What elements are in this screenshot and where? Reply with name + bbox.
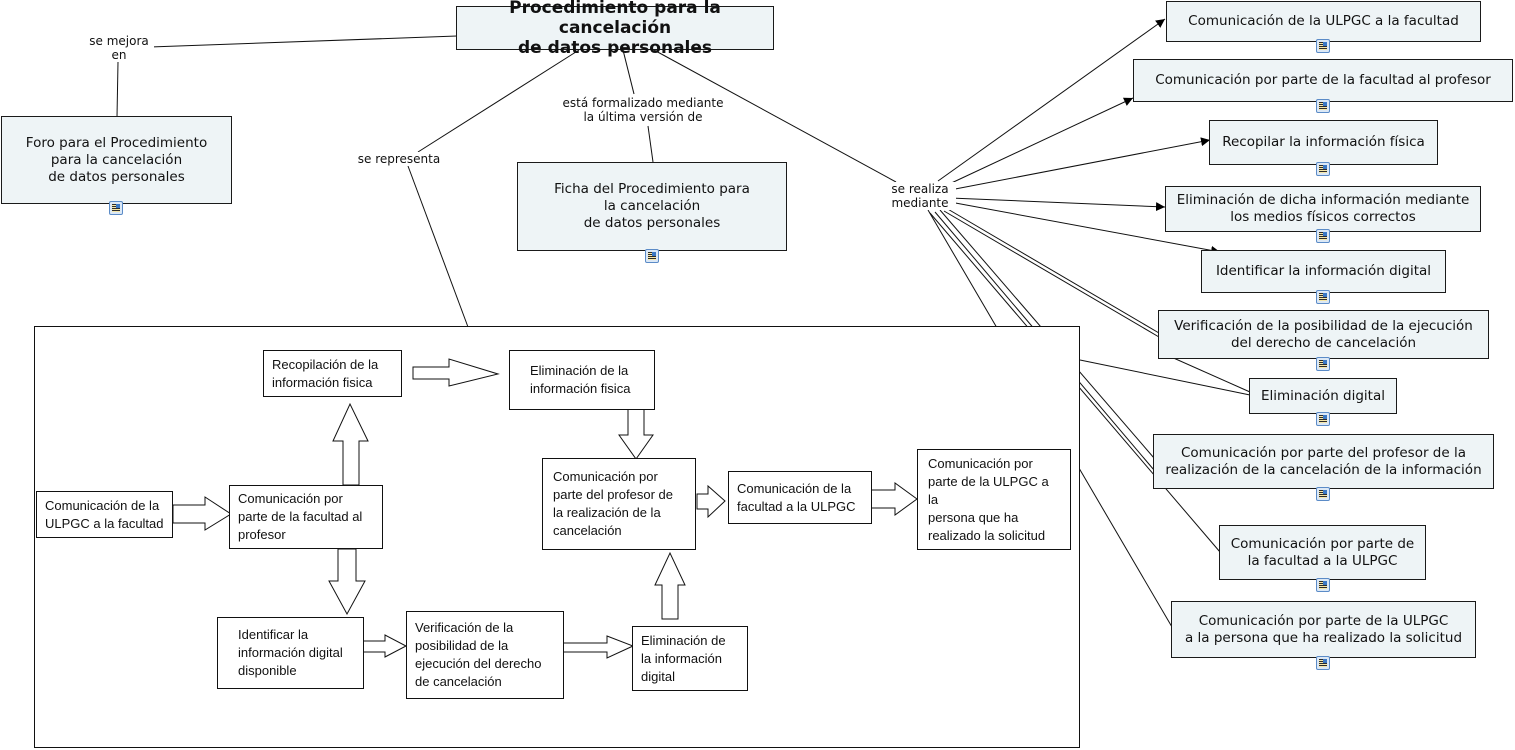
flow-box-professor-report: Comunicación por parte del profesor de l… [542,458,696,550]
link-step-7 [1079,359,1251,396]
step-ulpgc-to-requester[interactable]: Comunicación por parte de la ULPGC a la … [1171,601,1476,658]
link-label-improved-in: se mejora en [84,34,154,62]
step-delete-digital[interactable]: Eliminación digital [1249,378,1397,414]
link-label-represented: se representa [352,152,446,166]
step-ulpgc-to-faculty[interactable]: Comunicación de la ULPGC a la facultad [1166,1,1481,42]
forum-concept[interactable]: Foro para el Procedimiento para la cance… [1,116,232,204]
link-root-improved [149,35,458,48]
flow-box-collect-physical: Recopilación de la información fisica [263,350,402,397]
step-delete-physical[interactable]: Eliminación de dicha información mediant… [1165,186,1481,232]
root-concept[interactable]: Procedimiento para la cancelación de dat… [456,0,774,58]
document-resource-icon[interactable] [1316,656,1330,670]
document-resource-icon[interactable] [1316,578,1330,592]
flow-arrow-down [328,548,366,616]
link-formalized-sheet [647,125,654,163]
flow-arrow-right [870,482,918,516]
step-identify-digital[interactable]: Identificar la información digital [1201,250,1446,293]
flow-arrow-right [562,635,635,659]
embedded-flowchart-image[interactable]: Comunicación de la ULPGC a la facultad C… [34,326,1080,748]
document-resource-icon[interactable] [645,249,659,263]
document-resource-icon[interactable] [1316,487,1330,501]
flow-arrow-right [362,634,408,658]
link-step-6a [945,207,1160,334]
link-step-4 [949,197,1166,212]
flow-box-faculty-to-professor: Comunicación por parte de la facultad al… [229,485,383,549]
link-root-performed [653,49,897,183]
document-resource-icon[interactable] [1316,162,1330,176]
flow-box-ulpgc-to-requester: Comunicación por parte de la ULPGC a la … [917,449,1071,550]
sheet-concept[interactable]: Ficha del Procedimiento para la cancelac… [517,162,787,251]
link-step-2 [944,97,1134,187]
flow-arrow-right [696,484,726,519]
link-root-represented [417,49,580,153]
flow-box-delete-physical: Eliminación de la información fisica [509,350,655,410]
flow-box-verify-right: Verificación de la posibilidad de la eje… [406,611,564,699]
flow-box-faculty-to-ulpgc: Comunicación de la facultad a la ULPGC [728,471,872,524]
flow-arrow-up [332,402,369,486]
document-resource-icon[interactable] [1316,39,1330,53]
link-step-6b [943,210,1160,338]
link-root-formalized [622,49,635,95]
step-faculty-to-professor[interactable]: Comunicación por parte de la facultad al… [1133,59,1513,102]
link-label-performed-by: se realiza mediante [884,182,956,210]
document-resource-icon[interactable] [1316,229,1330,243]
document-resource-icon[interactable] [1316,290,1330,304]
link-step-1 [937,18,1166,182]
flow-arrow-down [618,408,654,460]
link-label-formalized: está formalizado mediante la última vers… [558,96,728,124]
document-resource-icon[interactable] [1316,99,1330,113]
link-step-3 [949,137,1211,191]
step-verify-right[interactable]: Verificación de la posibilidad de la eje… [1158,310,1489,359]
link-improved-forum [116,61,119,118]
flow-box-delete-digital: Eliminación de la información digital [632,626,748,691]
link-represented-image [407,165,469,328]
flow-box-ulpgc-to-faculty: Comunicación de la ULPGC a la facultad [36,491,173,538]
document-resource-icon[interactable] [109,201,123,215]
flow-box-identify-digital: Identificar la información digital dispo… [217,617,364,689]
step-professor-report[interactable]: Comunicación por parte del profesor de l… [1153,434,1494,489]
document-resource-icon[interactable] [1316,357,1330,371]
flowchart-arrows [172,358,918,659]
link-step-5 [949,201,1221,255]
flow-arrow-right [172,496,232,531]
flow-arrow-right [412,358,500,387]
flow-arrow-up [654,551,686,620]
step-faculty-to-ulpgc[interactable]: Comunicación por parte de la facultad a … [1219,525,1426,580]
step-collect-physical[interactable]: Recopilar la información física [1209,120,1438,165]
document-resource-icon[interactable] [1316,412,1330,426]
